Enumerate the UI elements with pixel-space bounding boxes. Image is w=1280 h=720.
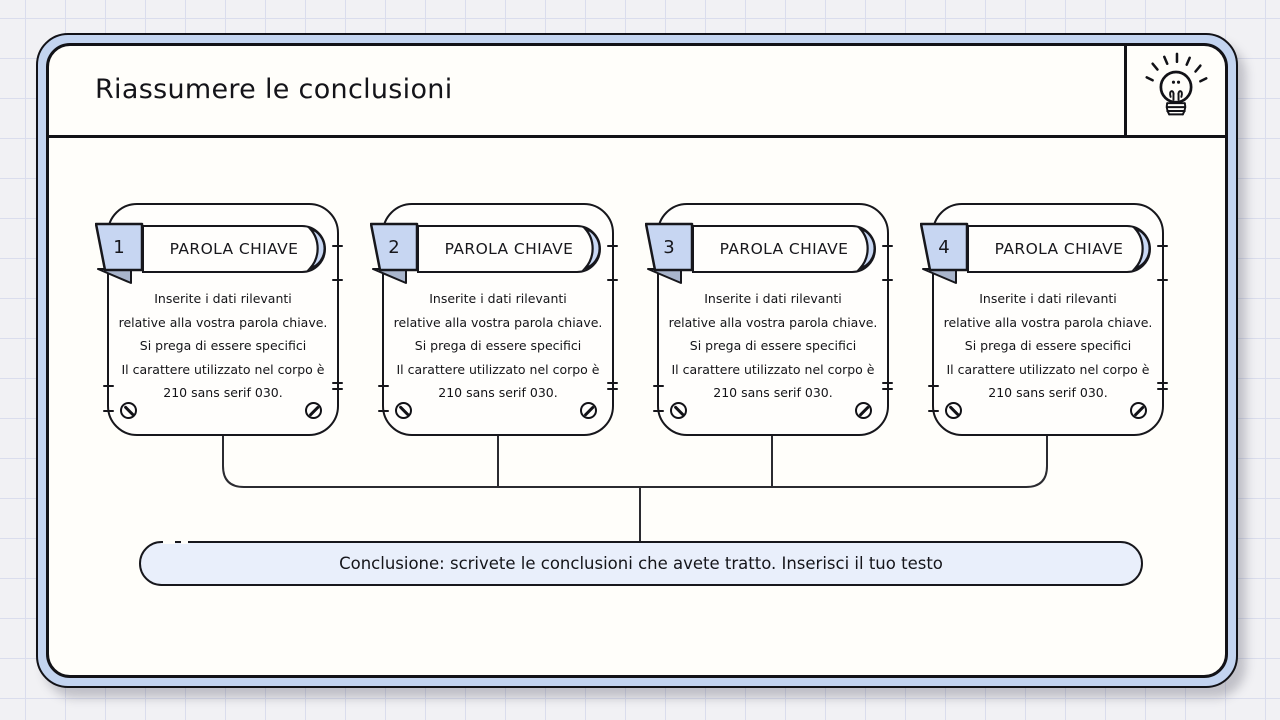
conclusion-bar: Conclusione: scrivete le conclusioni che… (139, 539, 1143, 586)
sketch-tick (882, 382, 893, 385)
sketch-tick (607, 279, 618, 282)
card-number: 1 (113, 236, 125, 258)
card-number-badge: 4 (920, 221, 970, 287)
empty-set-icon (855, 402, 872, 419)
keyword-card-2: 2 PAROLA CHIAVE Inserite i dati rilevant… (370, 203, 618, 436)
sketch-tick (378, 385, 389, 388)
sketch-tick (332, 279, 343, 282)
keyword-header: PAROLA CHIAVE (417, 225, 601, 273)
empty-set-icon (580, 402, 597, 419)
lightbulb-box (1124, 46, 1225, 135)
crescent-icon (581, 226, 600, 271)
header-bar: Riassumere le conclusioni (49, 46, 1225, 138)
sketch-tick (653, 410, 664, 413)
keyword-card-3: 3 PAROLA CHIAVE Inserite i dati rilevant… (645, 203, 893, 436)
sketch-tick (332, 382, 343, 385)
sketch-tick (1157, 279, 1168, 282)
card-number: 2 (388, 236, 400, 258)
no-entry-icon (120, 402, 137, 419)
keyword-header-label: PAROLA CHIAVE (994, 240, 1124, 258)
keyword-card-1: 1 PAROLA CHIAVE Inserite i dati rilevant… (95, 203, 343, 436)
card-number-badge: 3 (645, 221, 695, 287)
card-number-badge: 2 (370, 221, 420, 287)
sketch-tick (1157, 388, 1168, 391)
sketch-tick (103, 410, 114, 413)
lightbulb-icon (1145, 52, 1208, 115)
keyword-header: PAROLA CHIAVE (967, 225, 1151, 273)
sketch-tick (882, 279, 893, 282)
sketch-tick (653, 385, 664, 388)
sketch-tick (882, 388, 893, 391)
keyword-card-4: 4 PAROLA CHIAVE Inserite i dati rilevant… (920, 203, 1168, 436)
empty-set-icon (305, 402, 322, 419)
sketch-tick (607, 382, 618, 385)
crescent-icon (856, 226, 875, 271)
sketch-dash (181, 539, 188, 544)
empty-set-icon (1130, 402, 1147, 419)
sketch-dash (163, 539, 175, 544)
no-entry-icon (670, 402, 687, 419)
crescent-icon (306, 226, 325, 271)
no-entry-icon (395, 402, 412, 419)
sketch-tick (607, 245, 618, 248)
sketch-tick (332, 245, 343, 248)
keyword-header-label: PAROLA CHIAVE (719, 240, 849, 258)
keyword-header-label: PAROLA CHIAVE (169, 240, 299, 258)
crescent-icon (1131, 226, 1150, 271)
sketch-tick (882, 245, 893, 248)
sketch-tick (378, 410, 389, 413)
sketch-tick (1157, 382, 1168, 385)
page-title: Riassumere le conclusioni (95, 74, 453, 105)
sketch-tick (1157, 245, 1168, 248)
card-number-badge: 1 (95, 221, 145, 287)
keyword-header: PAROLA CHIAVE (142, 225, 326, 273)
card-number: 3 (663, 236, 675, 258)
sketch-tick (928, 385, 939, 388)
sketch-tick (103, 385, 114, 388)
no-entry-icon (945, 402, 962, 419)
keyword-header: PAROLA CHIAVE (692, 225, 876, 273)
card-number: 4 (938, 236, 950, 258)
conclusion-text: Conclusione: scrivete le conclusioni che… (339, 554, 943, 573)
sketch-tick (332, 388, 343, 391)
keyword-header-label: PAROLA CHIAVE (444, 240, 574, 258)
sketch-tick (928, 410, 939, 413)
sketch-tick (607, 388, 618, 391)
